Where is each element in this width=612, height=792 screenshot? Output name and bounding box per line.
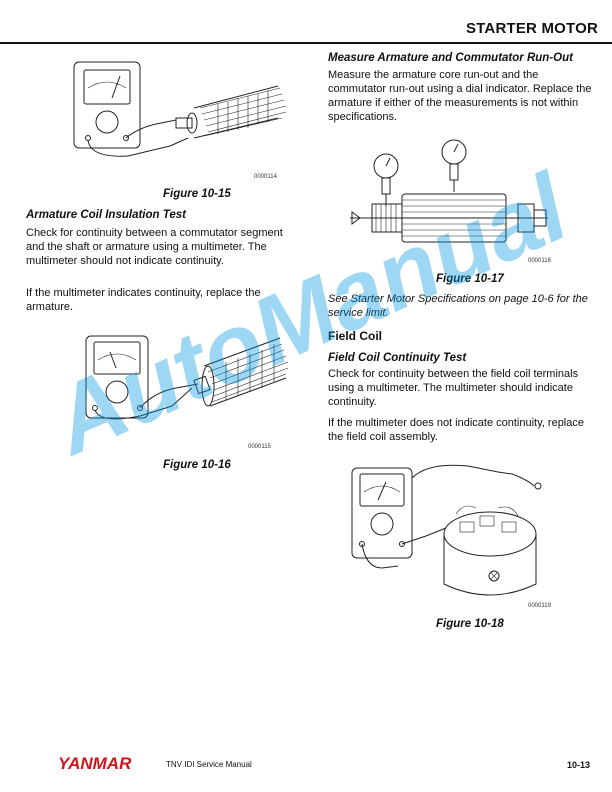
- figure-code: 0000119: [528, 603, 551, 609]
- footer-manual-title: TNV IDI Service Manual: [166, 760, 252, 769]
- figure-10-18-illustration: [351, 464, 542, 596]
- figure-code: 0000116: [528, 258, 551, 264]
- figure-code: 0000114: [254, 174, 277, 180]
- paragraph: Check for continuity between a commutato…: [26, 227, 283, 267]
- figure-10-15-illustration: [73, 61, 287, 157]
- figure-10-17-illustration: [350, 139, 548, 243]
- paragraph: Check for continuity between the field c…: [328, 368, 579, 408]
- section-subheading: Measure Armature and Commutator Run-Out: [328, 52, 573, 64]
- paragraph: Measure the armature core run-out and th…: [328, 69, 592, 123]
- figure-code: 0000115: [248, 444, 271, 450]
- section-subheading: Armature Coil Insulation Test: [26, 209, 186, 221]
- paragraph: If the multimeter indicates continuity, …: [26, 287, 261, 313]
- yanmar-logo: YANMAR: [58, 754, 132, 772]
- page-header-title: STARTER MOTOR: [465, 20, 598, 37]
- figure-caption: Figure 10-16: [163, 459, 231, 471]
- figure-caption: Figure 10-18: [436, 618, 504, 630]
- figure-caption: Figure 10-15: [163, 188, 231, 200]
- paragraph: If the multimeter does not indicate cont…: [328, 417, 584, 443]
- section-heading: Field Coil: [328, 329, 382, 343]
- section-subheading: Field Coil Continuity Test: [328, 352, 467, 364]
- figure-caption: Figure 10-17: [436, 273, 504, 285]
- footer-page-number: 10-13: [566, 760, 590, 770]
- figure-10-16-illustration: [85, 335, 289, 420]
- header-rule: [0, 42, 612, 44]
- spec-reference-note: See Starter Motor Specifications on page…: [328, 293, 588, 319]
- yanmar-logo-text: YANMAR: [58, 754, 132, 772]
